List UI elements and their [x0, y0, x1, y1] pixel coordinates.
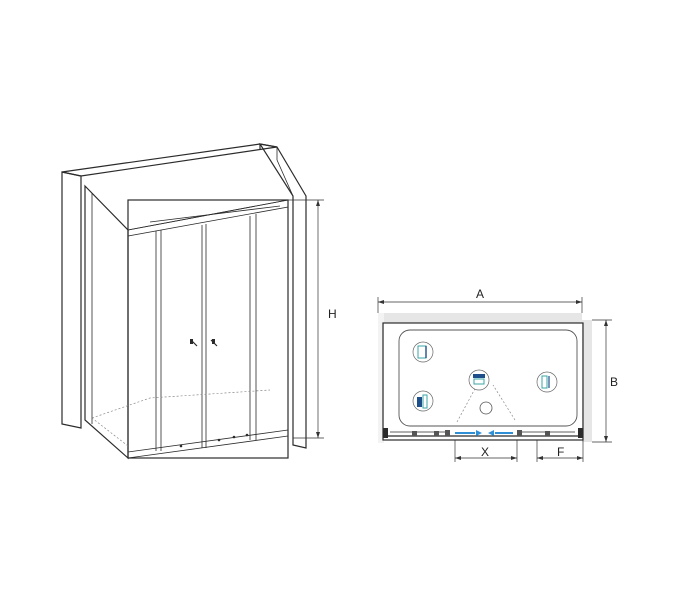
perspective-view: H [61, 143, 337, 460]
corner-profile-icon [536, 371, 558, 393]
hinge-icon [468, 369, 490, 391]
length-dimension: A [377, 287, 583, 313]
plan-view: A B X F [377, 287, 618, 462]
width-dimension: B [592, 319, 618, 443]
door-opening-dimension: X [454, 440, 518, 462]
door-opening-label: X [481, 445, 489, 459]
left-wall [61, 171, 82, 429]
shower-tray [382, 322, 584, 441]
tray-basin [398, 329, 578, 427]
drain-icon [479, 401, 493, 415]
fixed-panel-dimension: F [536, 440, 584, 462]
door-handle-right [210, 339, 218, 347]
plan-wall-top [378, 313, 582, 323]
wall-top [61, 143, 278, 177]
door-handle-left [190, 339, 198, 347]
bottom-rollers [179, 433, 249, 448]
plan-front-rails [383, 428, 583, 438]
sliding-arrow-right [488, 430, 513, 436]
right-wall [258, 143, 307, 449]
height-label: H [328, 307, 337, 321]
width-label: B [610, 375, 618, 389]
glass-panel-icon [412, 341, 434, 363]
front-frame [127, 199, 289, 459]
length-label: A [476, 287, 484, 301]
sliding-arrow-left [455, 430, 482, 436]
height-dimension: H [288, 199, 337, 439]
mount-profile-icon [412, 390, 434, 412]
side-panel [84, 184, 129, 460]
fixed-panel-label: F [557, 445, 564, 459]
plan-wall-right [582, 320, 592, 442]
